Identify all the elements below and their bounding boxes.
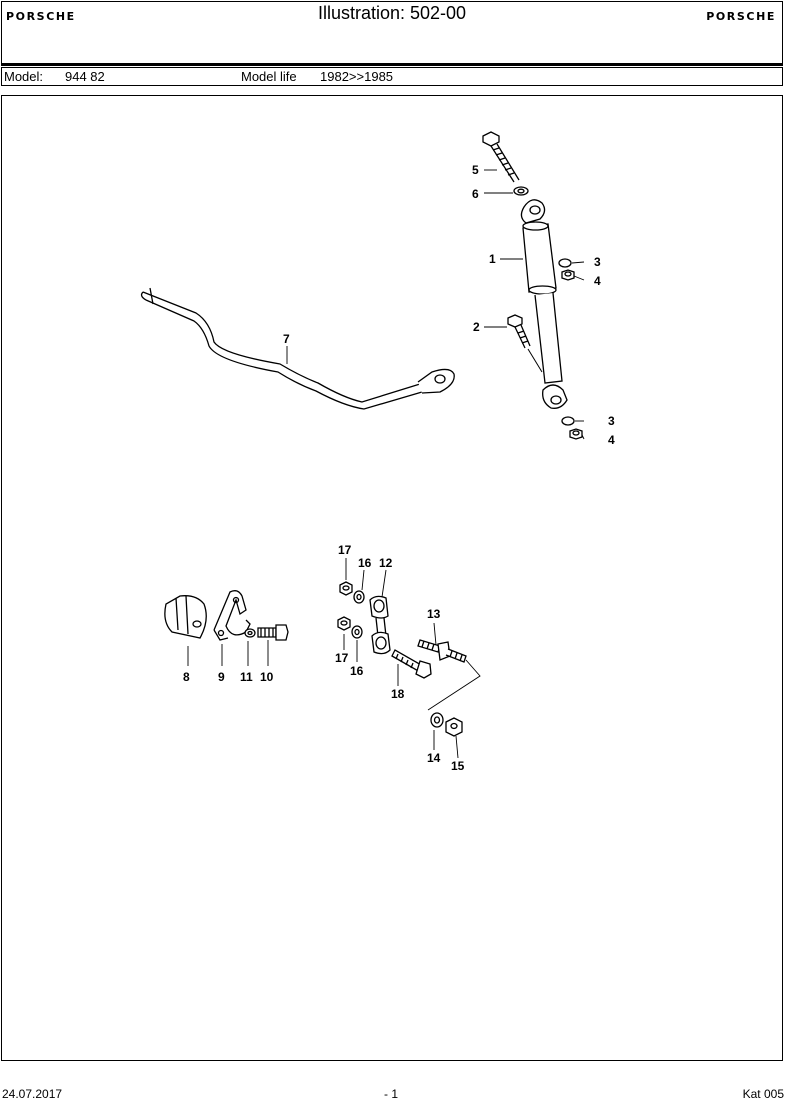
mount-group [164, 590, 289, 641]
callout-9: 9 [218, 670, 225, 684]
callout-16-top: 16 [358, 556, 372, 570]
callout-3-top: 3 [594, 255, 601, 269]
model-row: Model: 944 82 Model life 1982>>1985 [1, 67, 783, 86]
callout-1: 1 [489, 252, 496, 266]
callout-11: 11 [240, 670, 253, 684]
callout-12: 12 [379, 556, 393, 570]
drawing-frame [1, 95, 783, 1061]
callout-4-bottom: 4 [608, 433, 615, 447]
callout-13: 13 [427, 607, 441, 621]
model-value: 944 82 [65, 69, 105, 84]
model-life-value: 1982>>1985 [320, 69, 394, 84]
callout-7: 7 [283, 332, 290, 346]
bolt-2-drawing [507, 314, 543, 373]
callout-14: 14 [427, 751, 441, 765]
bolt-5-drawing [482, 131, 520, 183]
callout-8: 8 [183, 670, 190, 684]
callout-5: 5 [472, 163, 479, 177]
model-life-label: Model life [241, 69, 297, 84]
callout-15: 15 [451, 759, 465, 773]
model-label: Model: [4, 69, 44, 84]
shock-absorber [482, 131, 583, 440]
callout-6: 6 [472, 187, 479, 201]
footer-date: 24.07.2017 [2, 1087, 63, 1101]
illustration-title: Illustration: 502-00 [317, 3, 467, 23]
callout-16-bottom: 16 [350, 664, 364, 678]
callout-10: 10 [260, 670, 274, 684]
callout-4-top: 4 [594, 274, 601, 288]
header-box: PORSCHE Illustration: 502-00 PORSCHE [1, 1, 783, 66]
callout-17-bottom: 17 [335, 651, 349, 665]
callout-17-top: 17 [338, 543, 352, 557]
link-group [337, 581, 481, 737]
footer-catalog: Kat 005 [742, 1087, 784, 1101]
porsche-logo-right: PORSCHE [706, 10, 776, 23]
footer-page-number: - 1 [384, 1087, 399, 1101]
callout-2: 2 [473, 320, 480, 334]
callout-18: 18 [391, 687, 405, 701]
callout-3-bottom: 3 [608, 414, 615, 428]
porsche-logo-left: PORSCHE [6, 10, 76, 23]
stabilizer-bar [140, 287, 455, 410]
